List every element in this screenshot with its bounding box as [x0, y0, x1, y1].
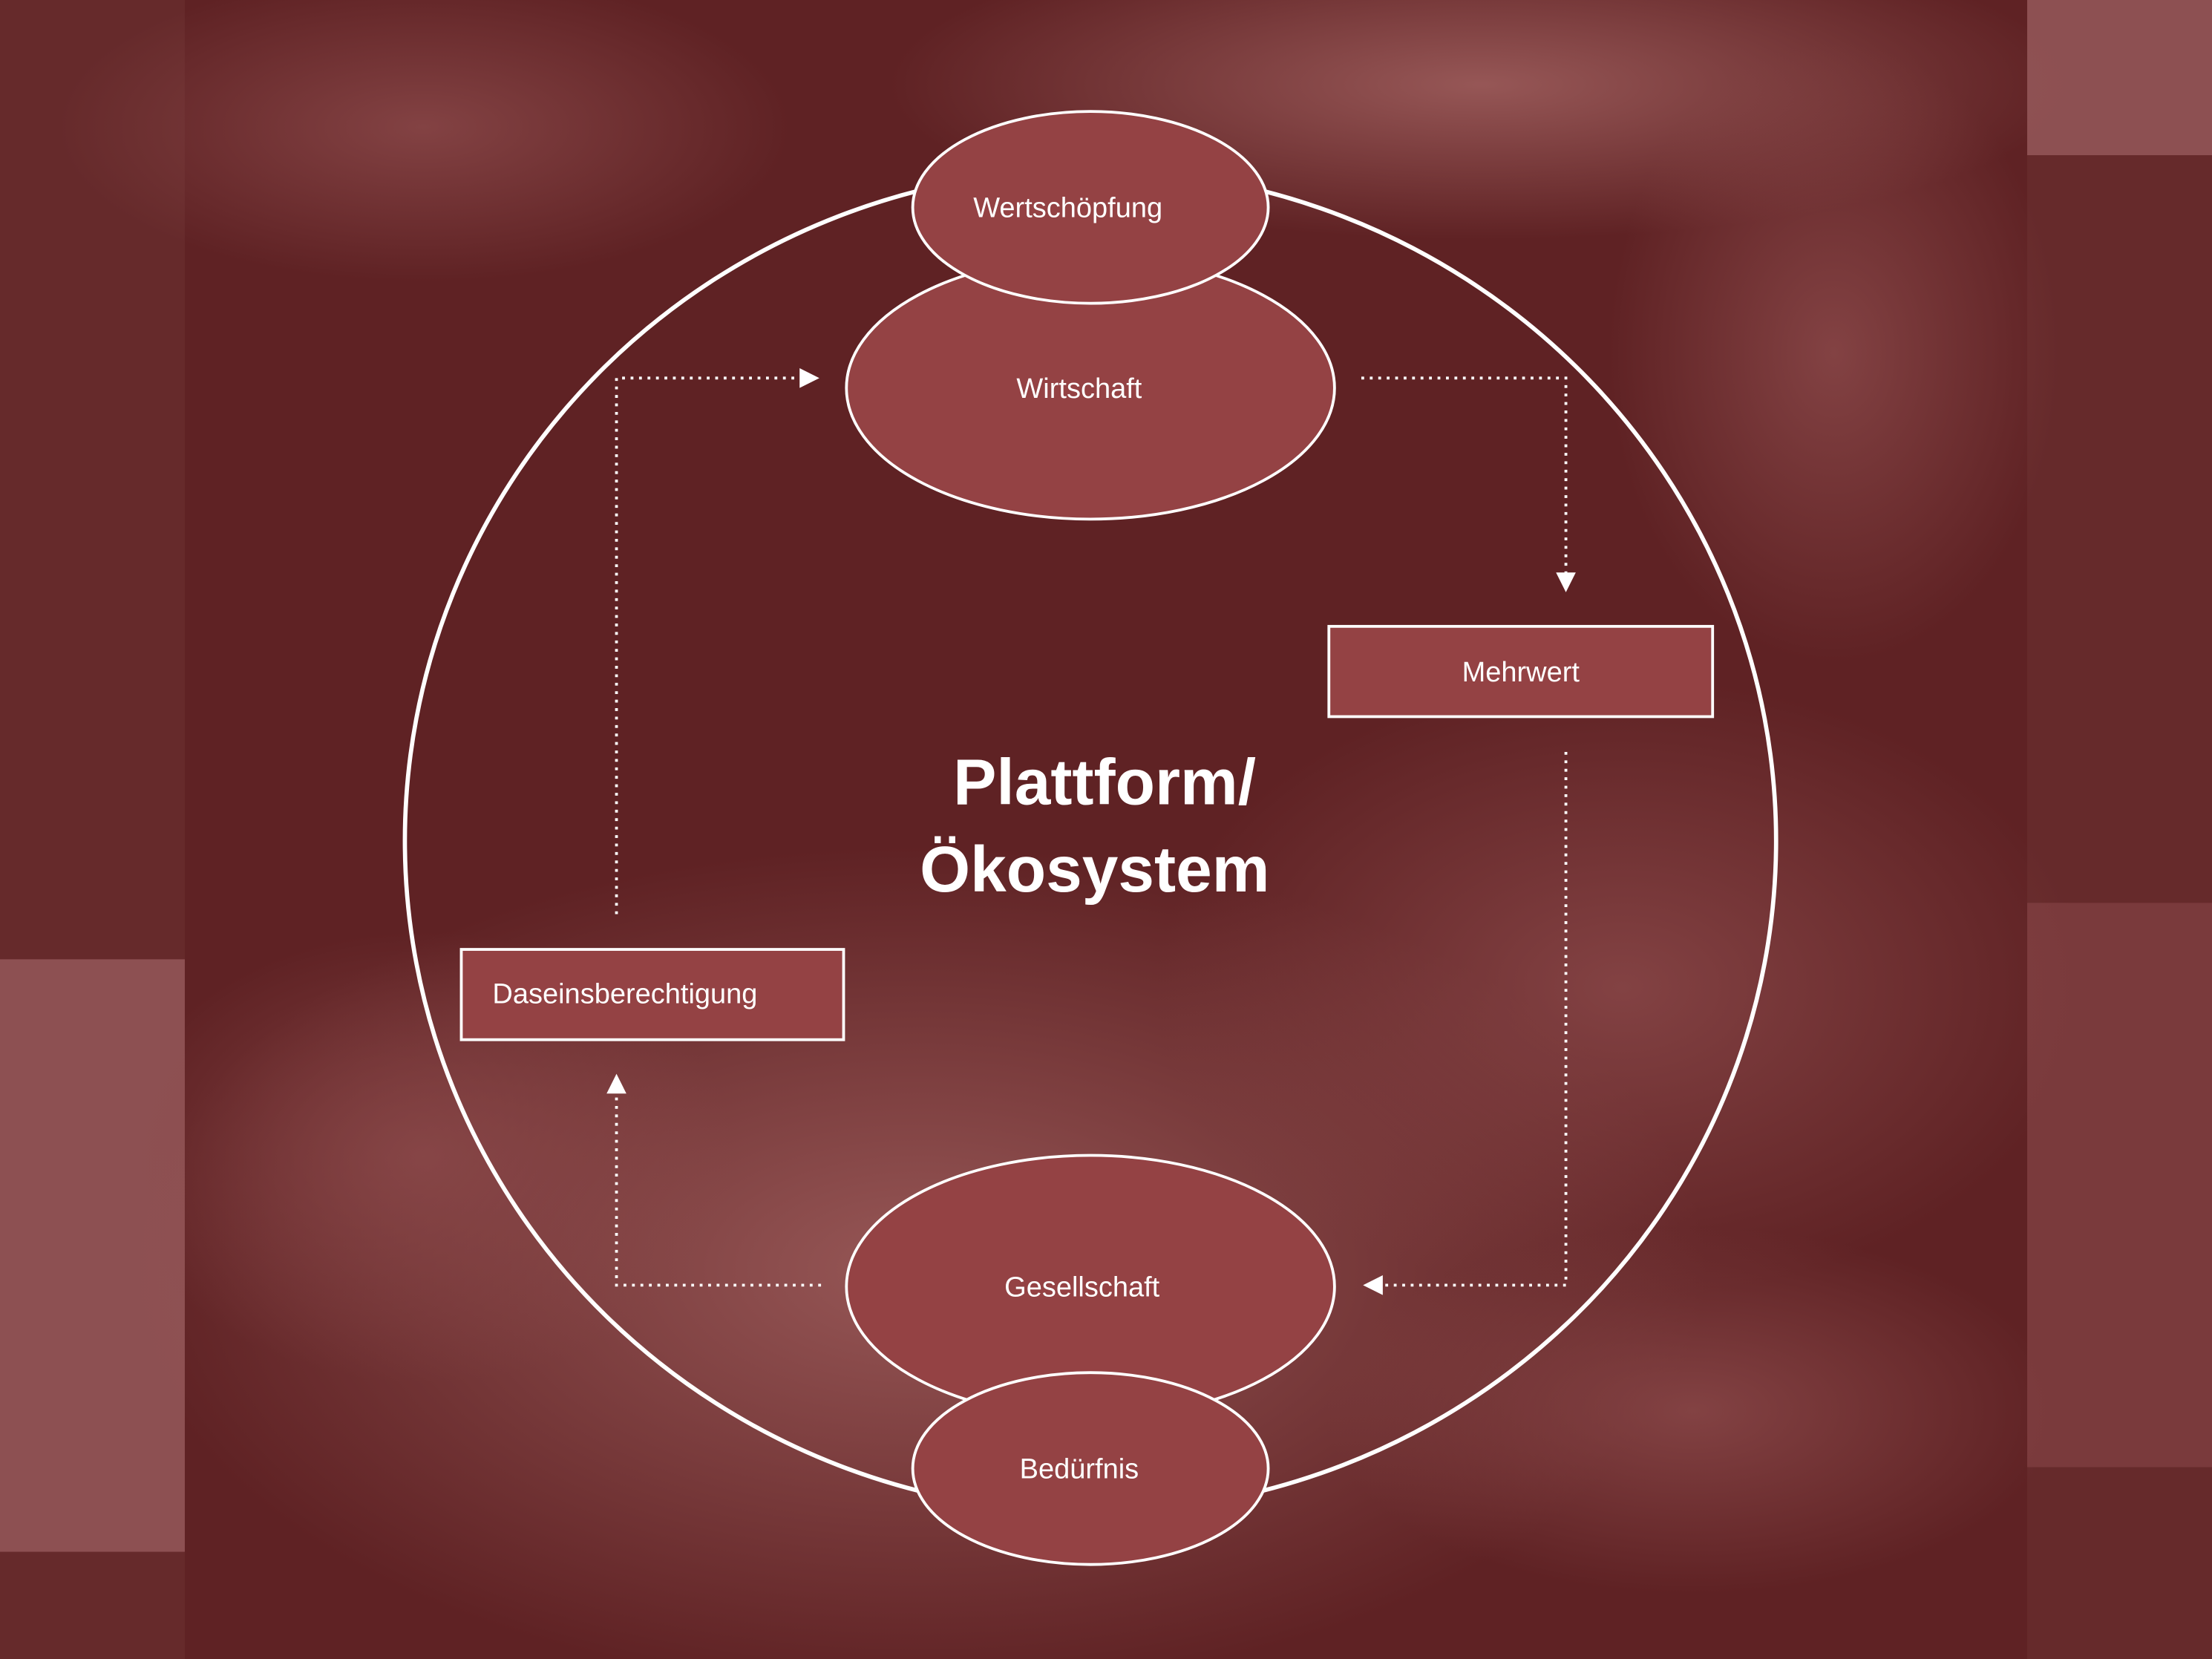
- node-mehrwert-label: Mehrwert: [1462, 657, 1580, 688]
- node-wertschoepfung: Wertschöpfung: [911, 110, 1270, 305]
- arrow-mehrwert-to-gesellschaft: [1363, 751, 1568, 1295]
- node-beduerfnis-label: Bedürfnis: [1020, 1454, 1139, 1485]
- node-wertschoepfung-label: Wertschöpfung: [973, 193, 1162, 224]
- node-beduerfnis: Bedürfnis: [911, 1371, 1270, 1566]
- flow-arrows: [606, 368, 1576, 1295]
- center-title-line2: Ökosystem: [920, 833, 1269, 906]
- arrow-gesellschaft-to-daseinsberechtigung: [606, 1073, 822, 1287]
- arrow-daseinsberechtigung-to-wirtschaft: [615, 368, 819, 914]
- node-mehrwert: Mehrwert: [1327, 624, 1715, 719]
- node-daseinsberechtigung-label: Daseinsberechtigung: [492, 978, 757, 1010]
- arrow-wirtschaft-to-mehrwert: [1361, 376, 1576, 592]
- center-title-line1: Plattform/: [953, 745, 1256, 818]
- node-gesellschaft-label: Gesellschaft: [1004, 1272, 1160, 1303]
- node-wirtschaft-label: Wirtschaft: [1016, 373, 1142, 405]
- node-daseinsberechtigung: Daseinsberechtigung: [459, 948, 845, 1041]
